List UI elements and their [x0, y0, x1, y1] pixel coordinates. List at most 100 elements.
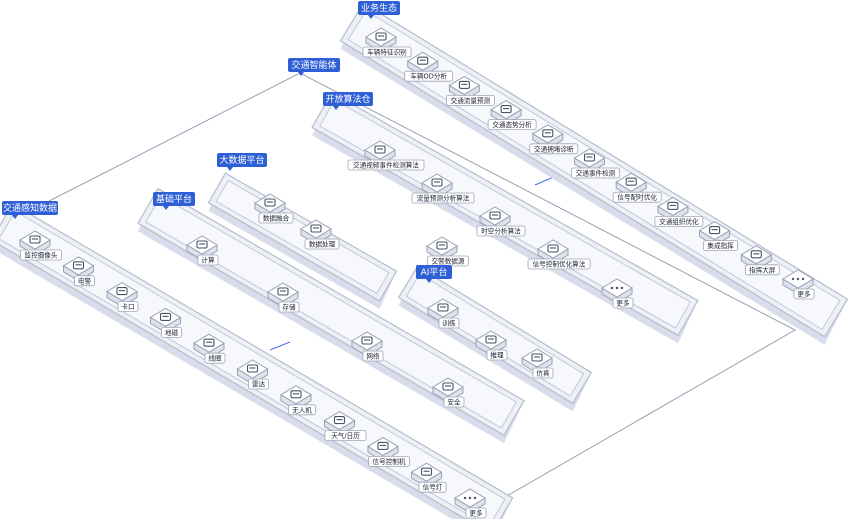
database-icon: [264, 198, 276, 207]
module-tile[interactable]: 线圈: [193, 333, 226, 364]
module-label-box: [529, 143, 579, 155]
module-tile[interactable]: 交警数据源: [426, 236, 469, 267]
module-label-box: [445, 95, 495, 106]
module-tile[interactable]: 数据处理: [300, 219, 340, 250]
module-label: 网络: [366, 352, 380, 361]
module-tile[interactable]: 计算: [186, 235, 219, 266]
module-label: 地磁: [165, 328, 179, 337]
module-tile[interactable]: 更多: [782, 269, 815, 300]
group-tag-label: 交通感知数据: [3, 202, 57, 214]
connector-arrow: [269, 341, 291, 351]
more-icon: [791, 277, 805, 281]
module-tile[interactable]: 无人机: [280, 385, 316, 416]
module-tile[interactable]: 仿真: [521, 348, 554, 379]
module-label-box: [612, 191, 662, 203]
module-tile[interactable]: 雷达: [236, 359, 269, 390]
cube-icon: [485, 335, 497, 344]
location-pin-icon: [500, 105, 512, 114]
module-label-box: [744, 264, 780, 276]
module-tile[interactable]: 流量预测分析算法: [411, 173, 475, 204]
module-tile[interactable]: 集成指挥: [698, 221, 738, 252]
module-tile[interactable]: 监控摄像头: [19, 230, 62, 261]
module-tile[interactable]: 更多: [454, 488, 487, 519]
group-tag: AI平台: [416, 265, 452, 283]
module-tile[interactable]: 时空分析算法: [476, 206, 526, 237]
module-label: 交通流量预测: [451, 96, 491, 105]
module-label: 车辆特征识别: [367, 48, 407, 57]
module-label-box: [486, 349, 508, 361]
module-tile[interactable]: 信号控制机: [367, 436, 410, 467]
module-tile[interactable]: 交通拥堵诊断: [529, 124, 579, 155]
big-screen-icon: [750, 250, 762, 259]
group-tag: 交通智能体: [288, 58, 340, 76]
magnet-icon: [159, 312, 172, 321]
radar-icon: [246, 364, 259, 373]
module-tile[interactable]: 车辆OD分析: [404, 51, 454, 82]
module-label: 推理: [490, 351, 504, 360]
module-label: 交通态势分析: [492, 120, 532, 129]
chart-icon: [431, 178, 443, 187]
group-tag-label: 业务生态: [361, 2, 397, 14]
controller-icon: [377, 441, 389, 450]
module-tile[interactable]: 交通视频事件检测算法: [347, 140, 425, 171]
module-tile[interactable]: 推理: [475, 330, 508, 361]
vehicle-scan-icon: [417, 56, 429, 65]
module-label: 交警数据源: [432, 257, 465, 266]
module-label: 监控摄像头: [25, 251, 58, 260]
group-tag-label: 开放算法仓: [325, 93, 370, 105]
module-tile[interactable]: 安全: [432, 377, 465, 408]
module-label: 更多: [616, 299, 630, 308]
module-label-box: [368, 455, 410, 467]
module-tile[interactable]: 交通态势分析: [487, 100, 537, 130]
module-label-box: [703, 240, 738, 252]
module-tile[interactable]: 训练: [427, 298, 460, 329]
module-tile[interactable]: 数据融合: [254, 193, 294, 224]
module-label-box: [347, 159, 425, 171]
module-tile[interactable]: 天气/日历: [323, 411, 367, 442]
module-tile[interactable]: 存储: [267, 282, 300, 313]
speed-camera-icon: [72, 261, 85, 270]
module-label-box: [443, 396, 465, 408]
group-tag-label: 基础平台: [156, 193, 192, 205]
storage-icon: [277, 287, 289, 296]
module-tile[interactable]: 交通流量预测: [445, 75, 495, 106]
module-label: 卡口: [121, 302, 134, 311]
module-label-box: [571, 167, 620, 179]
module-label-box: [288, 404, 316, 416]
group-tag: 基础平台: [153, 192, 195, 210]
module-label: 天气/日历: [331, 431, 360, 440]
module-label: 信号配时优化: [617, 193, 657, 202]
atom-icon: [437, 303, 449, 312]
module-tile[interactable]: 信号灯: [410, 462, 447, 493]
group-tag: 开放算法仓: [323, 92, 373, 110]
module-label-box: [418, 481, 447, 493]
module-tile[interactable]: 车辆特征识别: [362, 27, 412, 58]
module-label: 交通视频事件检测算法: [353, 161, 419, 170]
module-label: 信号控制机: [373, 457, 406, 466]
group-tag: 交通感知数据: [2, 201, 58, 219]
module-tile[interactable]: 地磁: [149, 307, 182, 338]
module-label: 无人机: [292, 405, 312, 414]
module-label: 交通组织优化: [659, 217, 699, 226]
module-tile[interactable]: 交通组织优化: [654, 196, 704, 227]
module-tile[interactable]: 信号配时优化: [612, 172, 662, 203]
module-label-box: [197, 254, 219, 266]
module-label-box: [532, 367, 554, 379]
module-tile[interactable]: 交通事件检测: [571, 148, 620, 179]
module-label-box: [362, 350, 384, 362]
module-label: 信号控制优化算法: [533, 260, 586, 269]
module-label: 更多: [469, 509, 483, 518]
module-tile[interactable]: 指挥大屏: [740, 245, 780, 276]
module-tile[interactable]: 电警: [62, 256, 95, 287]
module-label: 数据融合: [263, 214, 290, 223]
module-label: 集成指挥: [707, 241, 734, 250]
send-icon: [709, 226, 721, 235]
module-tile[interactable]: 网络: [351, 331, 384, 362]
module-tile[interactable]: 更多: [601, 278, 634, 309]
module-label: 车辆OD分析: [410, 72, 447, 81]
module-label: 训练: [442, 319, 456, 328]
module-label: 时空分析算法: [481, 227, 521, 236]
module-tile[interactable]: 信号控制优化算法: [527, 239, 591, 270]
module-tile[interactable]: 卡口: [106, 282, 139, 313]
